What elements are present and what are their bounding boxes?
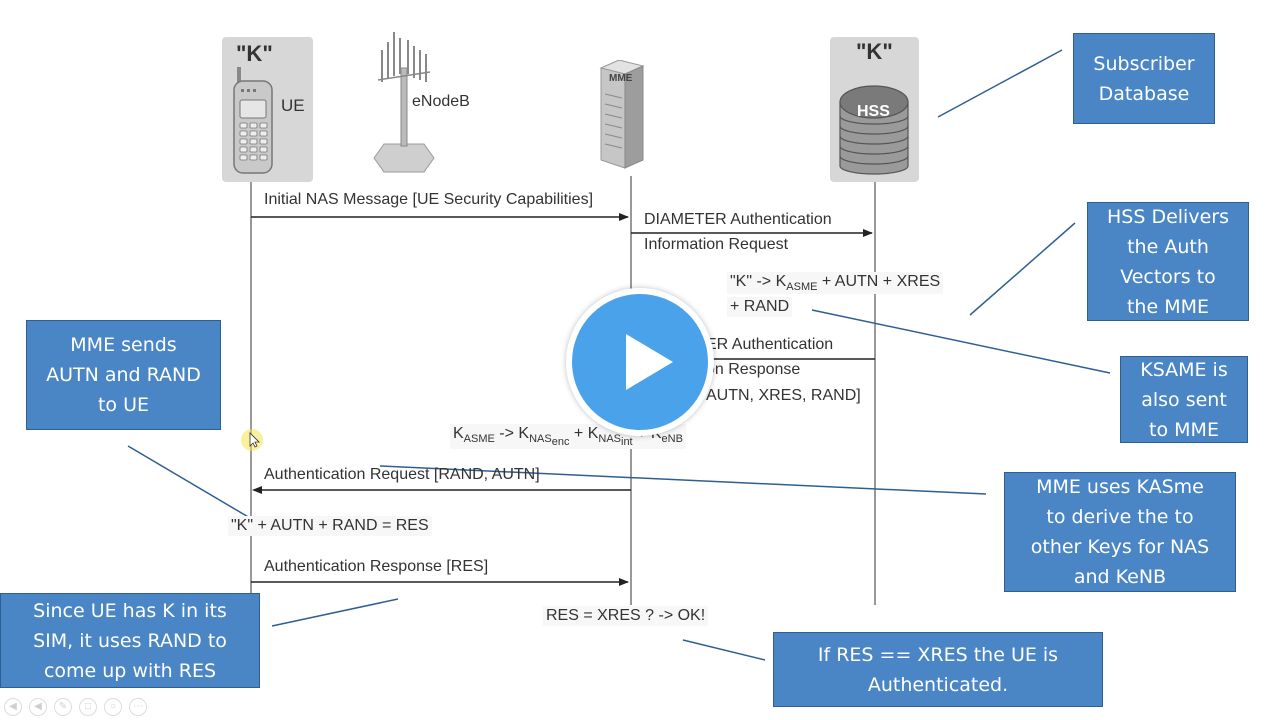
connector-since-ue	[271, 598, 399, 627]
hss-key-label: "K"	[856, 39, 893, 64]
hss-label: HSS	[857, 103, 890, 120]
diameter-response-line1: ER Authentication	[706, 336, 834, 353]
mobile-phone-icon	[233, 67, 273, 174]
callout-subscriber-database: Subscriber Database	[1073, 33, 1215, 124]
ue-label: UE	[281, 96, 305, 115]
auth-request-arrowhead	[252, 486, 262, 494]
hss-key-derivation: "K" -> KASME + AUTN + XRES	[727, 272, 944, 295]
hss-key-derivation-line2: + RAND	[727, 297, 793, 317]
callout-since-ue: Since UE has K in its SIM, it uses RAND …	[0, 593, 260, 688]
play-icon	[626, 334, 673, 390]
ue-key-label: "K"	[236, 41, 273, 66]
connector-hss-delivers	[969, 222, 1076, 316]
cursor-highlight-icon	[241, 429, 263, 451]
mme-label: MME	[609, 73, 633, 84]
copy-icon[interactable]: □	[79, 698, 97, 716]
zoom-icon[interactable]: ○	[104, 698, 122, 716]
initial-nas-message: Initial NAS Message [UE Security Capabil…	[264, 191, 594, 208]
connector-ksame	[811, 309, 1111, 374]
res-xres-check: RES = XRES ? -> OK!	[543, 606, 709, 626]
callout-hss-delivers: HSS Delivers the Auth Vectors to the MME	[1087, 202, 1249, 321]
callout-mme-sends: MME sends AUTN and RAND to UE	[26, 320, 221, 430]
ue-res-calculation: "K" + AUTN + RAND = RES	[228, 516, 432, 536]
enodeb-label: eNodeB	[412, 93, 470, 110]
connector-subscriber-db	[937, 49, 1063, 118]
connector-mme-uses	[379, 465, 987, 495]
diameter-request-line1: DIAMETER Authentication	[644, 211, 832, 228]
diameter-request-line2: Information Request	[644, 236, 789, 253]
connector-if-res	[682, 639, 766, 661]
skip-back-icon[interactable]: ◀	[4, 698, 22, 716]
database-icon	[839, 85, 909, 175]
diameter-response-line2: on Response	[706, 361, 801, 378]
callout-ksame-sent: KSAME is also sent to MME	[1120, 356, 1248, 443]
mme-key-derivation: KASME -> KNASenc + KNASint + KeNB	[450, 424, 686, 450]
authentication-request: Authentication Request [RAND, AUTN]	[264, 466, 540, 483]
callout-if-res: If RES == XRES the UE is Authenticated.	[773, 632, 1103, 707]
callout-mme-uses-kasme: MME uses KASme to derive the to other Ke…	[1004, 472, 1236, 592]
connector-mme-sends	[127, 445, 251, 519]
server-icon	[599, 60, 645, 169]
cell-tower-icon	[373, 32, 435, 173]
edit-icon[interactable]: ✎	[54, 698, 72, 716]
rewind-icon[interactable]: ◀	[29, 698, 47, 716]
authentication-response: Authentication Response [RES]	[264, 558, 489, 575]
play-button[interactable]	[566, 288, 714, 436]
diameter-response-line3: AUTN, XRES, RAND]	[706, 387, 861, 404]
more-icon[interactable]: ⋯	[129, 698, 147, 716]
